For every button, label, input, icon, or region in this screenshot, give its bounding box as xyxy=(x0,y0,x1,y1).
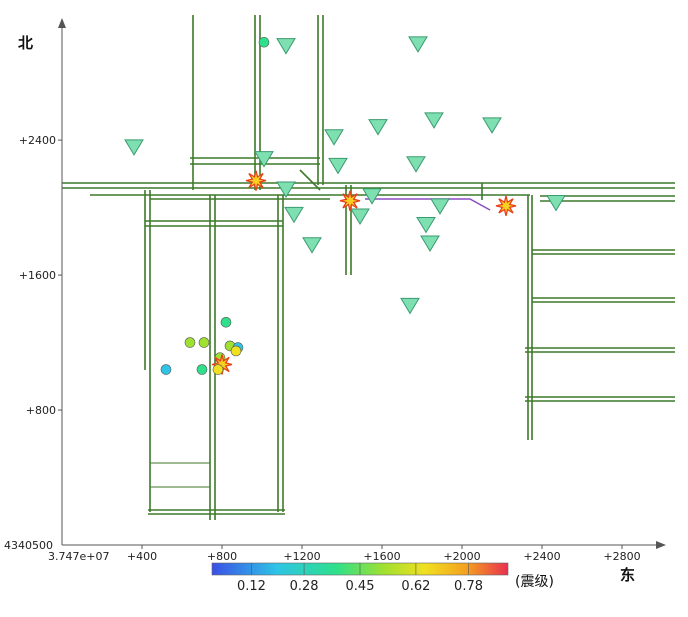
major-event-burst xyxy=(245,170,267,191)
events xyxy=(160,36,517,375)
x-ticks: +400 +800 +1200 +1600 +2000 +2400 +2800 xyxy=(127,545,641,563)
station-triangle xyxy=(350,208,370,225)
colorbar-tick-label: 0.45 xyxy=(346,579,375,594)
station-triangle xyxy=(254,151,274,168)
y-ticks: +800 +1600 +2400 xyxy=(19,134,62,417)
y-origin-label: 4340500 xyxy=(4,539,53,552)
station-triangle xyxy=(430,198,450,215)
y-axis-arrow xyxy=(58,18,66,28)
x-tick-label: +1600 xyxy=(363,550,400,563)
station-triangle xyxy=(276,181,296,198)
x-axis-arrow xyxy=(656,541,666,549)
station-triangle xyxy=(400,297,420,315)
x-tick-label: +800 xyxy=(207,550,237,563)
mine-roadway-map xyxy=(62,15,675,520)
colorbar-tick-label: 0.62 xyxy=(401,579,430,594)
colorbar-label: (震级) xyxy=(515,574,554,590)
axes xyxy=(58,18,666,549)
y-axis-label: 北 xyxy=(18,34,33,52)
station-triangle xyxy=(124,139,144,156)
x-tick-label: +2800 xyxy=(603,550,640,563)
station-triangle xyxy=(284,206,304,224)
event-point xyxy=(220,317,232,328)
station-triangle xyxy=(276,38,296,55)
colorbar-ticks: 0.12 0.28 0.45 0.62 0.78 xyxy=(237,563,483,594)
x-tick-label: +1200 xyxy=(283,550,320,563)
event-point xyxy=(258,36,270,48)
event-point xyxy=(198,337,210,348)
station-triangle xyxy=(328,157,348,175)
station-triangle xyxy=(302,237,322,254)
station-triangle xyxy=(482,117,502,134)
event-point xyxy=(184,337,196,348)
station-triangle xyxy=(420,235,440,252)
event-point xyxy=(160,364,172,375)
colorbar-tick-label: 0.28 xyxy=(290,579,319,594)
station-triangle xyxy=(362,188,382,205)
y-tick-label: +2400 xyxy=(19,134,56,147)
x-tick-label: +400 xyxy=(127,550,157,563)
event-point xyxy=(212,364,224,375)
colorbar: 0.12 0.28 0.45 0.62 0.78 (震级) xyxy=(211,562,554,594)
station-triangle xyxy=(408,36,428,53)
station-triangle xyxy=(324,129,344,146)
major-event-burst xyxy=(495,195,517,217)
major-event-burst xyxy=(339,190,361,211)
x-origin-label: 3.747e+07 xyxy=(48,550,109,563)
station-triangle xyxy=(416,216,436,234)
stations xyxy=(124,36,566,315)
station-triangle xyxy=(368,119,388,136)
x-axis-label: 东 xyxy=(620,566,635,584)
event-point xyxy=(196,364,208,375)
x-tick-label: +2000 xyxy=(443,550,480,563)
event-point xyxy=(230,345,242,357)
colorbar-tick-label: 0.12 xyxy=(237,579,266,594)
station-triangle xyxy=(424,112,444,129)
y-tick-label: +800 xyxy=(26,404,56,417)
x-tick-label: +2400 xyxy=(523,550,560,563)
station-triangle xyxy=(406,156,426,173)
station-triangle xyxy=(546,195,566,212)
colorbar-tick-label: 0.78 xyxy=(454,579,483,594)
y-tick-label: +1600 xyxy=(19,269,56,282)
